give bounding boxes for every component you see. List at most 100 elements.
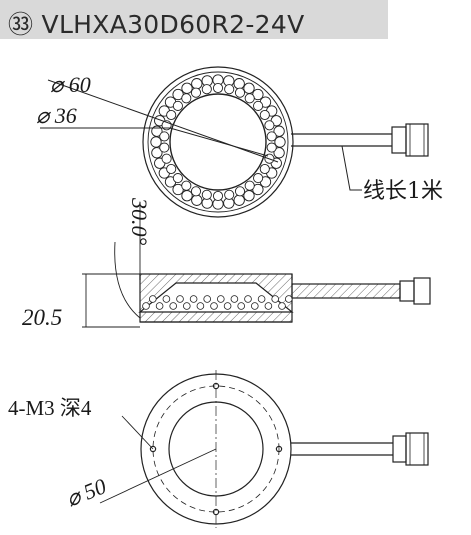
side-led-bead	[196, 302, 205, 310]
hole-leader	[121, 415, 154, 450]
bottom-cable	[291, 442, 393, 456]
side-led-bead	[271, 295, 280, 303]
outer-diameter-label: ⌀ 60	[50, 72, 91, 97]
side-led-bead	[251, 302, 259, 310]
side-led-bead	[169, 302, 178, 310]
cable-length-label: 线长1米	[363, 179, 443, 204]
led-dot	[259, 163, 270, 175]
side-led-bead	[284, 295, 293, 303]
side-led-bead	[278, 302, 286, 310]
bottom-connector-body	[405, 432, 429, 466]
bottom-diameter-leader	[99, 448, 217, 504]
led-dot	[181, 190, 193, 202]
led-dot	[259, 109, 270, 121]
led-dot	[234, 186, 246, 197]
inner-diameter-label: ⌀ 36	[36, 103, 77, 128]
side-led-bead	[176, 295, 184, 303]
mount-hole-top	[212, 382, 220, 390]
led-dot	[244, 93, 255, 104]
top-connector-neck	[391, 126, 407, 154]
side-led-bead	[217, 295, 225, 303]
led-dot	[233, 194, 245, 206]
height-label: 20.5	[22, 305, 62, 330]
side-led-bead	[189, 295, 198, 303]
cable-leader	[341, 145, 362, 191]
led-dot	[273, 147, 285, 159]
mounting-hole-circle	[152, 385, 280, 513]
side-led-bead	[162, 295, 171, 303]
side-led-bead	[210, 302, 218, 310]
led-dot	[224, 189, 235, 200]
led-dot	[201, 189, 212, 200]
led-dot	[159, 142, 170, 153]
led-dot	[151, 125, 163, 137]
mount-hole-left	[149, 445, 157, 453]
led-dot	[181, 180, 192, 191]
side-led-bead	[149, 295, 157, 303]
side-led-bead	[230, 295, 239, 303]
side-led-bead	[264, 302, 273, 310]
led-dot	[274, 136, 286, 148]
led-dot	[253, 100, 264, 111]
side-led-bead	[203, 295, 212, 303]
led-dot	[253, 173, 264, 184]
led-dot	[166, 109, 177, 121]
bottom-diameter-label: ⌀ 50	[63, 473, 110, 511]
height-extension-lines	[82, 273, 140, 328]
top-rim-inner-edge	[147, 71, 289, 213]
led-dot	[233, 78, 245, 90]
side-led-bead	[183, 302, 191, 310]
led-dot	[166, 163, 177, 175]
led-dot	[190, 186, 202, 197]
bottom-view	[99, 370, 429, 528]
led-dot	[172, 100, 183, 111]
led-dot	[243, 82, 255, 94]
top-view	[40, 66, 429, 218]
led-dot	[181, 82, 193, 94]
title-banner: ㉝ VLHXA30D60R2-24V	[0, 0, 388, 39]
led-dot	[266, 131, 277, 142]
led-dot	[172, 173, 183, 184]
top-cable	[291, 133, 392, 147]
angle-arc	[114, 241, 141, 319]
top-connector-ribs	[409, 124, 425, 156]
mount-hole-bottom	[212, 508, 220, 516]
led-dot	[244, 180, 255, 191]
side-connector-body	[413, 277, 431, 305]
angle-label: 30.0°	[127, 197, 152, 246]
led-dot	[181, 93, 192, 104]
side-connector-neck	[399, 280, 415, 302]
side-view	[82, 205, 431, 328]
top-outer-rim	[142, 66, 294, 218]
side-led-bead	[257, 295, 266, 303]
led-dot	[159, 131, 170, 142]
top-inner-aperture	[169, 93, 267, 191]
side-led-bead	[142, 302, 150, 310]
led-dot	[264, 120, 275, 131]
inner-diameter-leader	[40, 127, 269, 157]
led-dot	[212, 190, 224, 202]
led-dot	[212, 82, 224, 94]
led-dot	[190, 87, 202, 98]
led-dot	[161, 153, 172, 164]
led-dot	[224, 84, 235, 95]
top-connector-body	[405, 123, 429, 157]
led-dot	[191, 78, 203, 90]
side-led-bead	[155, 302, 164, 310]
side-led-bead	[237, 302, 246, 310]
led-dot	[150, 136, 162, 148]
led-ring	[150, 74, 286, 210]
hole-spec-label: 4-M3 深4	[8, 396, 92, 420]
led-dot	[266, 142, 277, 153]
led-dot	[151, 147, 163, 159]
side-cable	[291, 283, 401, 299]
led-dot	[191, 194, 203, 206]
mount-hole-right	[275, 445, 283, 453]
model-title: ㉝ VLHXA30D60R2-24V	[8, 10, 305, 39]
led-dot	[201, 84, 212, 95]
led-dot	[273, 125, 285, 137]
side-led-bead	[244, 295, 252, 303]
led-dot	[234, 87, 246, 98]
led-dot	[243, 190, 255, 202]
